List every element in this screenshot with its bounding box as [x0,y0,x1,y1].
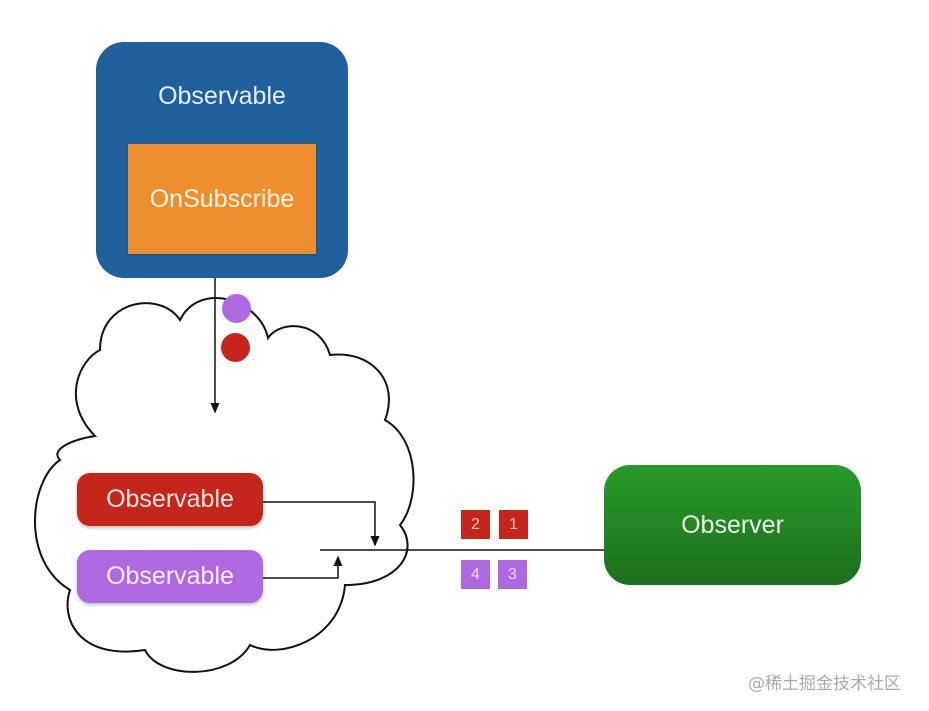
item-label: 1 [509,515,518,533]
emitted-dot-purple [222,294,251,323]
item-label: 4 [471,565,480,583]
emitted-dot-red [221,333,250,362]
source-observable-label: Observable [158,82,286,110]
observer-box: Observer [604,465,861,585]
purple-connector [255,555,343,579]
inner-observable-purple: Observable [77,550,263,603]
observer-label: Observer [681,510,784,539]
inner-observable-red: Observable [77,473,263,526]
inner-observable-red-label: Observable [106,485,234,513]
watermark: @稀土掘金技术社区 [748,674,901,694]
item-red-1: 1 [499,510,528,539]
item-label: 2 [471,515,480,533]
item-purple-3: 3 [498,560,527,589]
onsubscribe-label: OnSubscribe [149,184,295,213]
inner-observable-purple-label: Observable [106,562,234,590]
item-label: 3 [508,565,517,583]
cloud-outline [34,297,415,673]
onsubscribe-box: OnSubscribe [128,144,316,254]
item-red-2: 2 [461,510,490,539]
red-connector [257,501,380,547]
item-purple-4: 4 [461,560,490,589]
